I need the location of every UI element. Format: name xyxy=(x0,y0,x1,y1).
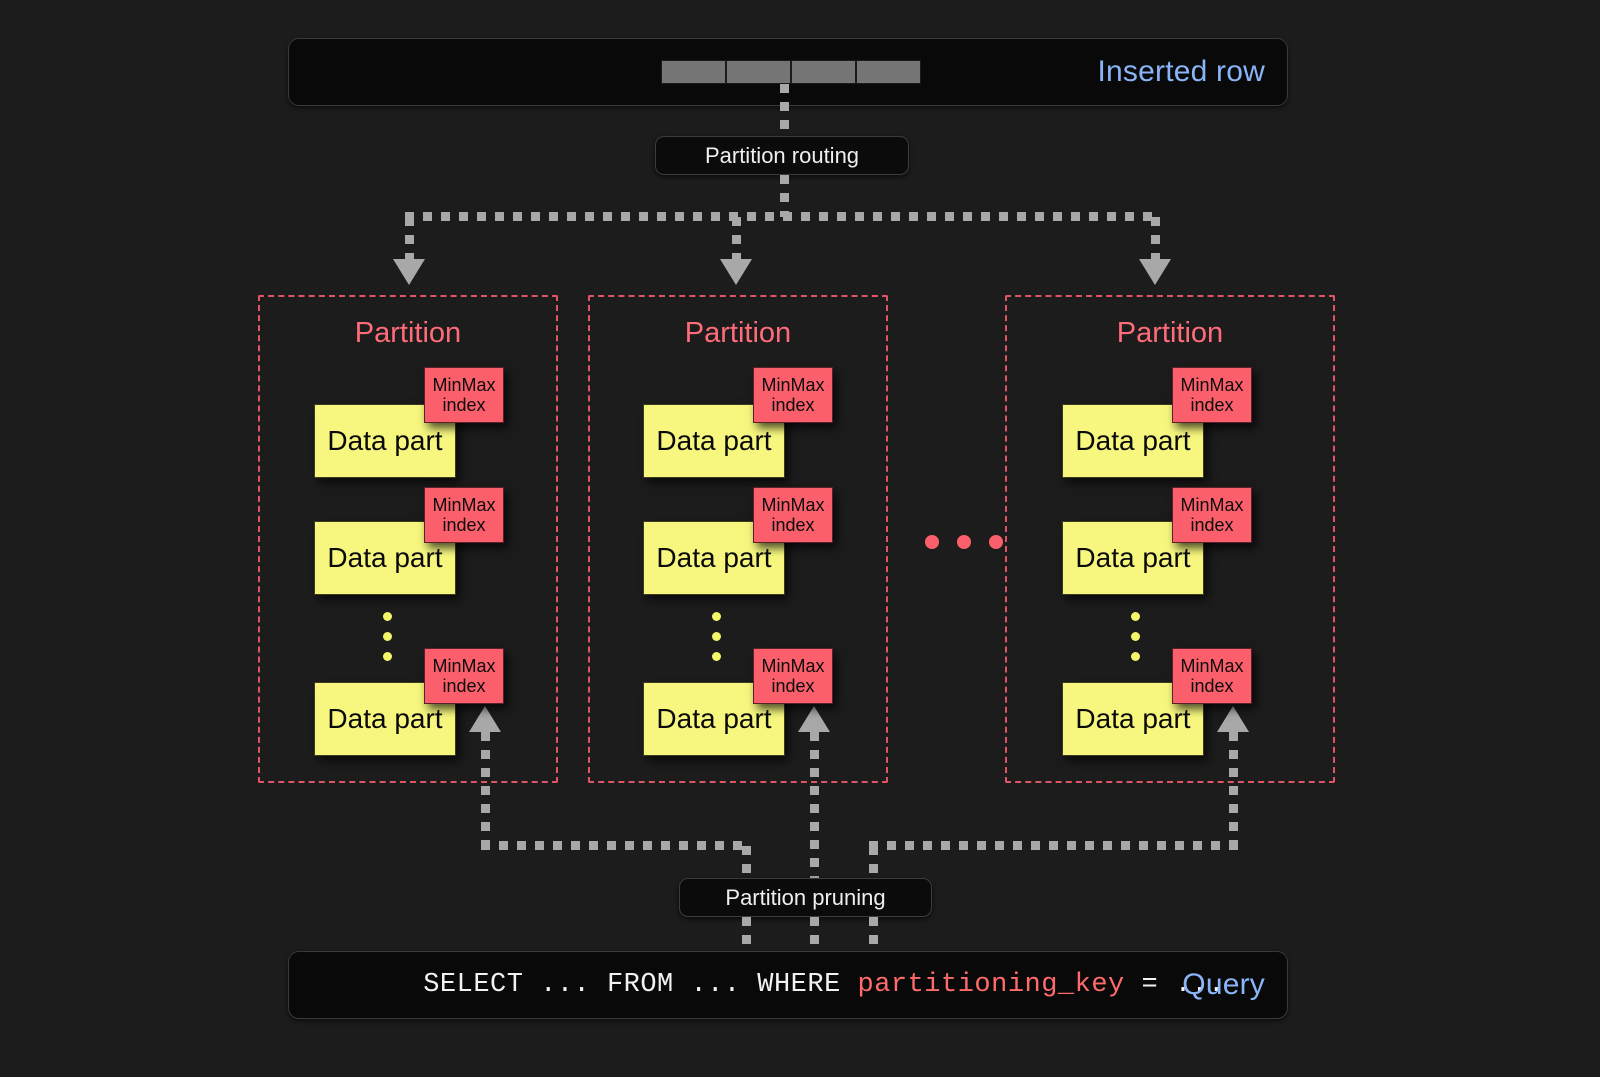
row-cell xyxy=(856,60,921,84)
query-riser-left xyxy=(742,917,751,953)
inserted-row-cells xyxy=(661,60,921,84)
connector-routing-to-bus xyxy=(780,175,789,217)
partition-3-minmax-index-3: MinMax index xyxy=(1172,648,1252,704)
data-part-label: Data part xyxy=(327,542,443,573)
pruning-bus-left xyxy=(481,841,751,850)
pruning-arrow-2-icon xyxy=(798,706,830,732)
data-part-label: Data part xyxy=(327,425,443,456)
partition-2-ellipsis xyxy=(712,612,721,661)
partition-1-minmax-index-1: MinMax index xyxy=(424,367,504,423)
partition-pruning-label: Partition pruning xyxy=(725,884,886,910)
partition-1-minmax-index-3: MinMax index xyxy=(424,648,504,704)
inserted-row-label: Inserted row xyxy=(1097,55,1265,88)
partition-1-minmax-index-2: MinMax index xyxy=(424,487,504,543)
partition-3-minmax-index-2: MinMax index xyxy=(1172,487,1252,543)
query-sql-suffix: = ... xyxy=(1124,970,1225,1000)
minmax-line2: index xyxy=(771,515,815,535)
partition-1: Partition xyxy=(258,295,558,783)
query-sql-text: SELECT ... FROM ... WHERE partitioning_k… xyxy=(323,940,1225,1030)
pruning-riser-3 xyxy=(1229,732,1238,846)
partition-3-ellipsis xyxy=(1131,612,1140,661)
routing-arrow-3-icon xyxy=(1139,259,1171,285)
query-bar: SELECT ... FROM ... WHERE partitioning_k… xyxy=(288,951,1288,1019)
minmax-line2: index xyxy=(1190,515,1234,535)
data-part-label: Data part xyxy=(1075,703,1191,734)
query-riser-right xyxy=(869,917,878,953)
minmax-line1: MinMax xyxy=(1180,655,1244,676)
data-part-label: Data part xyxy=(656,425,772,456)
minmax-line1: MinMax xyxy=(432,494,496,515)
inserted-row-bar: Inserted row xyxy=(288,38,1288,106)
row-cell xyxy=(661,60,726,84)
data-part-label: Data part xyxy=(656,542,772,573)
minmax-line1: MinMax xyxy=(761,655,825,676)
data-part-label: Data part xyxy=(327,703,443,734)
routing-drop-1 xyxy=(405,217,414,263)
minmax-line1: MinMax xyxy=(432,374,496,395)
partition-2-title: Partition xyxy=(684,317,792,349)
routing-arrow-2-icon xyxy=(720,259,752,285)
routing-drop-2 xyxy=(732,217,741,263)
data-part-label: Data part xyxy=(656,703,772,734)
partition-3: Partition xyxy=(1005,295,1335,783)
minmax-line1: MinMax xyxy=(1180,494,1244,515)
query-partitioning-key: partitioning_key xyxy=(857,970,1125,1000)
partition-2-minmax-index-1: MinMax index xyxy=(753,367,833,423)
minmax-line2: index xyxy=(442,395,486,415)
routing-bus-horizontal xyxy=(405,212,1160,221)
partition-routing-box: Partition routing xyxy=(655,136,909,175)
connector-insert-to-routing xyxy=(780,84,789,138)
pruning-riser-2 xyxy=(810,732,819,910)
minmax-line2: index xyxy=(771,676,815,696)
partition-routing-label: Partition routing xyxy=(704,142,860,168)
partition-3-title: Partition xyxy=(1116,317,1224,349)
pruning-riser-1 xyxy=(481,732,490,846)
minmax-line1: MinMax xyxy=(1180,374,1244,395)
minmax-line2: index xyxy=(1190,395,1234,415)
partition-3-minmax-index-1: MinMax index xyxy=(1172,367,1252,423)
pruning-arrow-3-icon xyxy=(1217,706,1249,732)
data-part-label: Data part xyxy=(1075,425,1191,456)
partition-pruning-box: Partition pruning xyxy=(679,878,932,917)
query-sql-prefix: SELECT ... FROM ... WHERE xyxy=(423,970,858,1000)
query-label: Query xyxy=(1182,968,1265,1001)
minmax-line1: MinMax xyxy=(761,374,825,395)
pruning-drop-right xyxy=(869,846,878,892)
partition-2-minmax-index-3: MinMax index xyxy=(753,648,833,704)
routing-arrow-1-icon xyxy=(393,259,425,285)
partition-1-title: Partition xyxy=(354,317,462,349)
data-part-label: Data part xyxy=(1075,542,1191,573)
pruning-drop-left xyxy=(742,846,751,892)
minmax-line2: index xyxy=(771,395,815,415)
minmax-line1: MinMax xyxy=(761,494,825,515)
pruning-bus-right xyxy=(869,841,1238,850)
between-partitions-ellipsis xyxy=(925,535,1003,549)
partition-2-minmax-index-2: MinMax index xyxy=(753,487,833,543)
partition-2: Partition xyxy=(588,295,888,783)
row-cell xyxy=(791,60,856,84)
pruning-arrow-1-icon xyxy=(469,706,501,732)
partition-3-data-part-2: Data part xyxy=(1062,521,1204,595)
minmax-line1: MinMax xyxy=(432,655,496,676)
row-cell xyxy=(726,60,791,84)
minmax-line2: index xyxy=(1190,676,1234,696)
minmax-line2: index xyxy=(442,515,486,535)
query-riser-center xyxy=(810,917,819,953)
partition-1-ellipsis xyxy=(383,612,392,661)
partition-1-data-part-2: Data part xyxy=(314,521,456,595)
minmax-line2: index xyxy=(442,676,486,696)
routing-drop-3 xyxy=(1151,217,1160,263)
